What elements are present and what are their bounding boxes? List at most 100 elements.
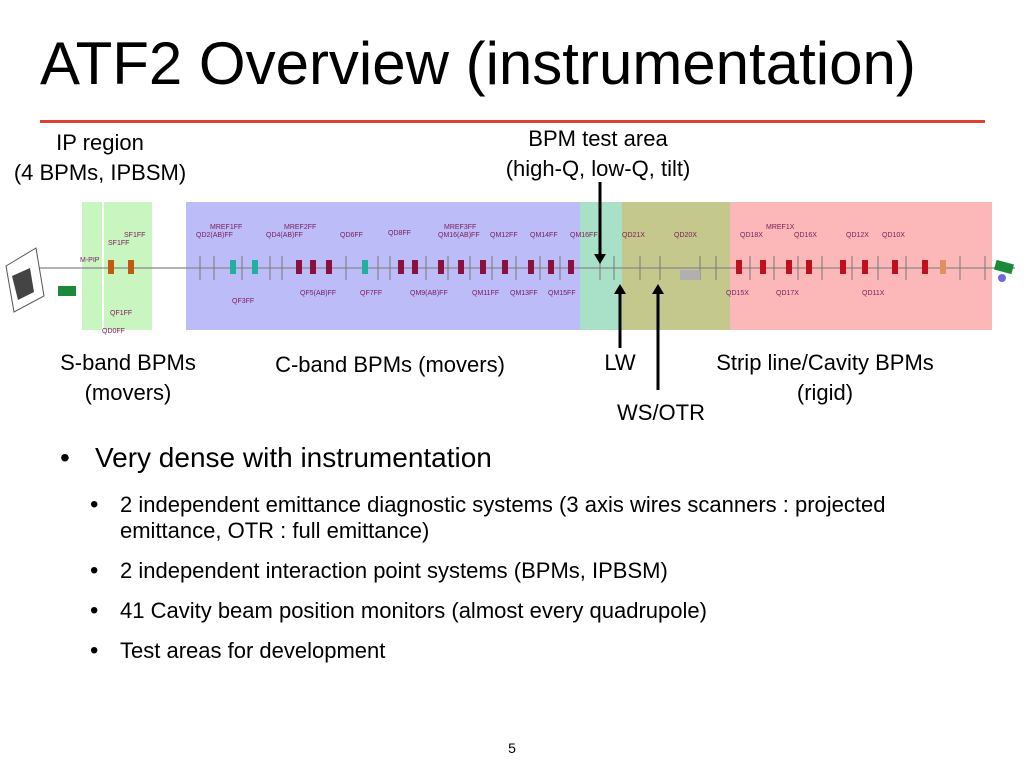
lower-label-6: QM9(AB)FF (410, 290, 448, 297)
lower-label-12: QD11X (862, 290, 885, 297)
magnet-3 (252, 260, 258, 274)
bullet-list: • Very dense with instrumentation • 2 in… (60, 438, 980, 664)
magnet-7 (362, 260, 368, 274)
bpm-test-arrow (594, 182, 606, 264)
lw-label: LW (604, 350, 636, 375)
upper-label-19: QD10X (882, 232, 905, 239)
strip-line-region (730, 202, 992, 330)
magnet-14 (528, 260, 534, 274)
dump-icon (994, 259, 1014, 282)
bullet-dot: • (90, 557, 99, 584)
magnet-12 (480, 260, 486, 274)
lower-label-3: QF3FF (232, 298, 254, 305)
s-band-detail: (movers) (84, 380, 172, 405)
upper-label-1: SF1FF (108, 240, 129, 247)
upper-label-5: QD4(AB)FF (266, 232, 303, 239)
magnet-19 (786, 260, 792, 274)
upper-label-3: QD2(AB)FF (196, 232, 233, 239)
s-band-label: S-band BPMs (60, 350, 196, 375)
upper-label-15: QD18X (740, 232, 763, 239)
upper-label-12: QM16FF (570, 232, 598, 239)
sub-bullet-text: 2 independent emittance diagnostic syste… (120, 492, 886, 543)
lower-label-4: QF5(AB)FF (300, 290, 336, 297)
upper-label-17: QD16X (794, 232, 817, 239)
ip-region-label: IP region (56, 130, 144, 155)
upper-label-0: SF1FF (124, 232, 145, 239)
title-underline (40, 120, 985, 123)
bullet-dot: • (60, 442, 70, 473)
magnet-15 (548, 260, 554, 274)
sub-bullet-text: 41 Cavity beam position monitors (almost… (120, 598, 707, 623)
ws-otr-arrow (652, 284, 664, 390)
upper-label-10: QM12FF (490, 232, 518, 239)
lower-label-9: QM15FF (548, 290, 576, 297)
sub-bullet-text: Test areas for development (120, 638, 386, 663)
upper-label-9: QM16(AB)FF (438, 232, 480, 239)
ws-otr-arrow-head (652, 284, 664, 294)
strip-line-callout: Strip line/Cavity BPMs (rigid) (690, 348, 960, 408)
callout-arrows (594, 182, 664, 390)
bullet-dot: • (90, 637, 99, 664)
upper-label-4: MREF2FF (284, 224, 316, 231)
upper-label-8: MREF3FF (444, 224, 476, 231)
strip-line-detail: (rigid) (796, 380, 854, 405)
sub-bullet: • 41 Cavity beam position monitors (almo… (90, 598, 980, 624)
magnet-0 (108, 260, 114, 274)
magnet-11 (458, 260, 464, 274)
sub-bullet-text: 2 independent interaction point systems … (120, 558, 668, 583)
upper-label-18: QD12X (846, 232, 869, 239)
ip-region-band (82, 202, 102, 330)
bpm-test-area-callout: BPM test area (high-Q, low-Q, tilt) (478, 124, 718, 184)
upper-label-13: QD21X (622, 232, 645, 239)
bullet-dot: • (90, 491, 99, 518)
lower-label-7: QM11FF (472, 290, 499, 297)
s-band-callout: S-band BPMs (movers) (28, 348, 228, 408)
magnet-17 (736, 260, 742, 274)
sub-bullet: • 2 independent interaction point system… (90, 558, 980, 584)
magnet-6 (326, 260, 332, 274)
upper-label-14: QD20X (674, 232, 697, 239)
lower-label-1: QF1FF (110, 310, 132, 317)
magnet-20 (806, 260, 812, 274)
lower-label-5: QF7FF (360, 290, 382, 297)
strip-line-label: Strip line/Cavity BPMs (716, 350, 934, 375)
bpm-test-area-detail: (high-Q, low-Q, tilt) (505, 156, 691, 181)
lw-arrow (614, 284, 626, 348)
sub-bullet: • Test areas for development (90, 638, 980, 664)
c-band-label: C-band BPMs (movers) (275, 352, 505, 377)
magnet-1 (128, 260, 134, 274)
upper-label-11: QM14FF (530, 232, 558, 239)
lw-arrow-head (614, 284, 626, 294)
beamline-regions (82, 202, 992, 330)
bullet-dot: • (90, 597, 99, 624)
magnet-25 (940, 260, 946, 274)
magnet-24 (922, 260, 928, 274)
upper-label-16: MREF1X (766, 224, 795, 231)
ws-otr-label: WS/OTR (617, 400, 705, 425)
lower-label-0: M-PIP (80, 257, 100, 264)
ip-region-callout: IP region (4 BPMs, IPBSM) (0, 128, 200, 188)
beamline-elements (108, 256, 986, 280)
magnet-4 (296, 260, 302, 274)
magnet-9 (412, 260, 418, 274)
lower-magnet-labels: M-PIP QF1FF QD0FF QF3FF QF5(AB)FF QF7FF QM9(AB… (80, 257, 885, 335)
upper-label-2: MREF1FF (210, 224, 242, 231)
bpm-test-arrow-head (594, 254, 606, 264)
magnet-16 (568, 260, 574, 274)
magnet-18 (760, 260, 766, 274)
bpm-test-area-label: BPM test area (528, 126, 668, 151)
magnet-2 (230, 260, 236, 274)
magnet-13 (502, 260, 508, 274)
lower-label-10: QD15X (726, 290, 749, 297)
magnet-21 (840, 260, 846, 274)
test-bpm-block (680, 270, 700, 280)
bullet-main: • Very dense with instrumentation (60, 438, 980, 478)
magnet-5 (310, 260, 316, 274)
slide-title: ATF2 Overview (instrumentation) (40, 30, 916, 97)
magnet-8 (398, 260, 404, 274)
sub-bullet: • 2 independent emittance diagnostic sys… (90, 492, 980, 544)
lower-label-2: QD0FF (102, 328, 125, 335)
magnet-23 (892, 260, 898, 274)
ip-region-detail: (4 BPMs, IPBSM) (13, 160, 187, 185)
